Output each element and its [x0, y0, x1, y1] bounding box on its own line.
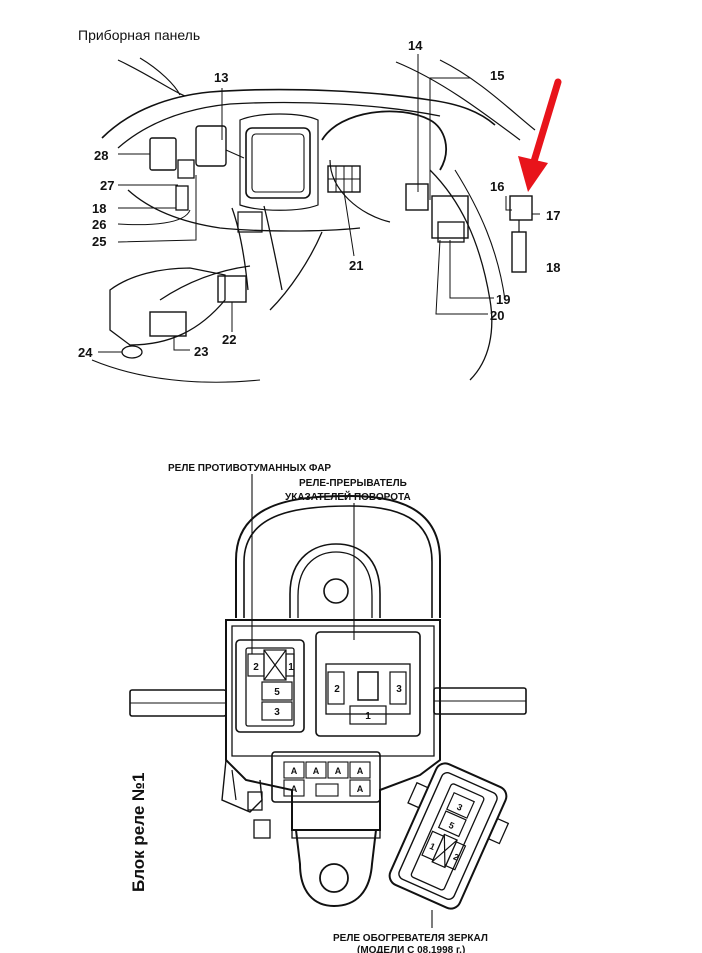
label-21: 21: [349, 258, 363, 273]
label-13: 13: [214, 70, 228, 85]
label-14: 14: [408, 38, 423, 53]
label-24: 24: [78, 345, 93, 360]
flasher-relay-pin-3: 3: [396, 684, 402, 695]
label-25: 25: [92, 234, 106, 249]
mirror-relay-pin-3: 3: [455, 802, 464, 813]
fog-relay-pin-1: 1: [288, 662, 294, 673]
mirror-relay-pin-5: 5: [447, 820, 456, 831]
label-16: 16: [490, 179, 504, 194]
caption-fog-relay: РЕЛЕ ПРОТИВОТУМАННЫХ ФАР: [168, 463, 331, 474]
label-17: 17: [546, 208, 560, 223]
mirror-relay-pin-2: 2: [452, 852, 461, 863]
relay-block-diagram: РЕЛЕ ПРОТИВОТУМАННЫХ ФАР РЕЛЕ-ПРЕРЫВАТЕЛ…: [129, 463, 527, 953]
fog-relay-pin-2: 2: [253, 662, 259, 673]
label-22: 22: [222, 332, 236, 347]
label-26: 26: [92, 217, 106, 232]
label-28: 28: [94, 148, 108, 163]
red-arrow-icon: [518, 78, 562, 192]
label-23: 23: [194, 344, 208, 359]
fog-relay-pin-5: 5: [274, 687, 280, 698]
caption-mirror-relay-line1: РЕЛЕ ОБОГРЕВАТЕЛЯ ЗЕРКАЛ: [333, 933, 488, 944]
label-27: 27: [100, 178, 114, 193]
label-20: 20: [490, 308, 504, 323]
label-18-left: 18: [92, 201, 106, 216]
fuse-label-4: A: [357, 766, 364, 776]
caption-mirror-relay-line2: (МОДЕЛИ С 08.1998 г.): [357, 945, 465, 953]
fuse-label-6: A: [357, 784, 364, 794]
flasher-relay-pin-1: 1: [365, 711, 371, 722]
label-19: 19: [496, 292, 510, 307]
fuse-label-2: A: [313, 766, 320, 776]
instrument-panel-title: Приборная панель: [78, 27, 200, 43]
fuse-label-1: A: [291, 766, 298, 776]
fog-relay-pin-3: 3: [274, 707, 280, 718]
relay-block-title: Блок реле №1: [129, 773, 148, 892]
mirror-relay-pin-1: 1: [428, 841, 437, 852]
label-18-right: 18: [546, 260, 560, 275]
flasher-relay-pin-2: 2: [334, 684, 340, 695]
fuse-label-5: A: [291, 784, 298, 794]
fuse-label-3: A: [335, 766, 342, 776]
label-15: 15: [490, 68, 504, 83]
caption-flasher-relay-line1: РЕЛЕ-ПРЕРЫВАТЕЛЬ: [299, 478, 407, 489]
instrument-panel-diagram: Приборная панель: [78, 27, 562, 383]
